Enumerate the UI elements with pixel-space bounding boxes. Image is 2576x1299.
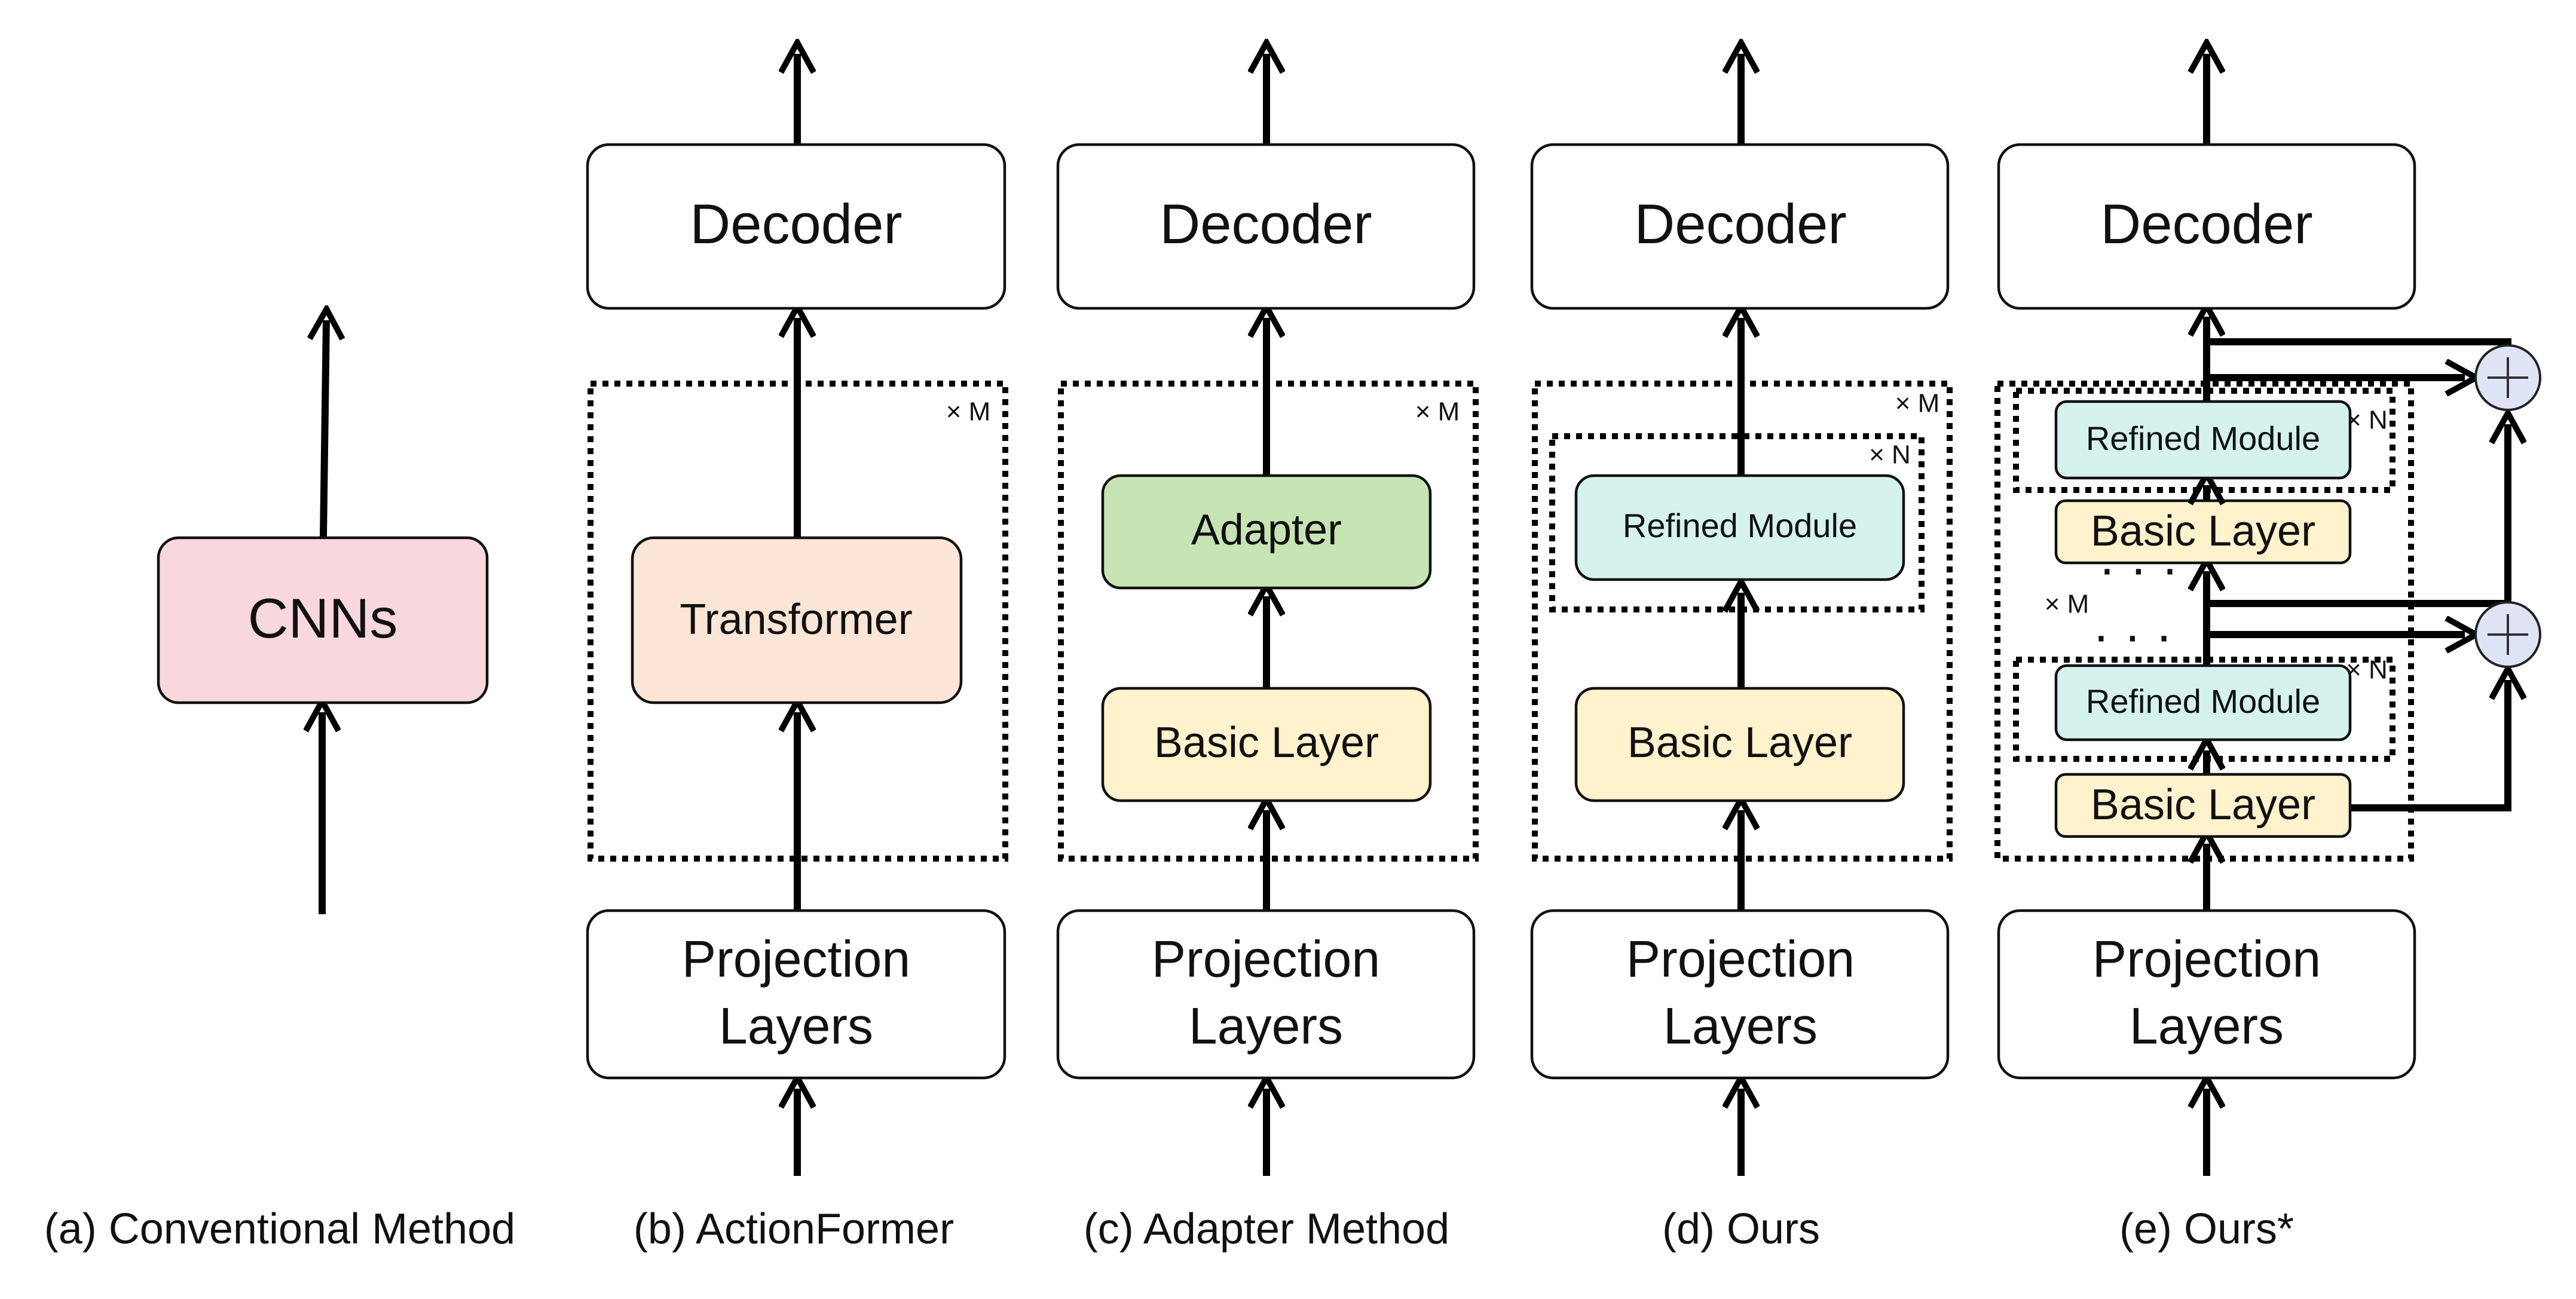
decoder-label: Decoder [1634,192,1846,255]
refined-module-block-lower [2054,664,2352,742]
decoder-label: Decoder [690,192,902,255]
panel-adapter-method: Projection Layers × M Basic Layer Adapte… [1056,54,1479,1253]
refined-module-block-upper [2054,400,2352,480]
multiplier-n-upper: × N [2346,406,2388,435]
multiplier-m: × M [1895,389,1940,418]
repeat-group-n [1549,433,1925,612]
projection-layers-label-line1: Projection [682,931,910,988]
basic-layer-block [1574,687,1905,802]
repeat-group-n-lower [2013,657,2396,762]
refined-module-label-lower: Refined Module [2086,682,2320,720]
transformer-label: Transformer [680,596,912,644]
basic-layer-block-lower [2054,773,2352,838]
refined-module-label-upper: Refined Module [2086,419,2320,457]
decoder-block [1997,143,2416,310]
adapter-block [1101,474,1432,590]
basic-layer-label: Basic Layer [1627,719,1852,767]
output-arrow [323,320,326,537]
ellipsis-upper: · · · [2098,540,2179,598]
cnn-block [157,536,489,704]
transformer-block [631,536,963,704]
adapter-label: Adapter [1191,506,1342,554]
projection-layers-block [1530,909,1950,1080]
sum-node-lower [2474,601,2541,668]
caption-actionformer: (b) ActionFormer [634,1205,954,1253]
sum-node-upper [2474,344,2541,411]
multiplier-m: × M [946,397,991,427]
repeat-group-n-upper [2013,388,2396,493]
panel-ours-star: Projection Layers × M Basic Layer × N Re… [1994,54,2541,1253]
projection-layers-block [1997,909,2416,1080]
multiplier-n-lower: × N [2346,655,2388,685]
caption-conventional-method: (a) Conventional Method [44,1205,515,1253]
panel-ours: Projection Layers × M Basic Layer × N Re… [1530,54,1953,1253]
basic-layer-block [1101,687,1432,802]
refined-module-label: Refined Module [1623,507,1857,544]
decoder-block [586,143,1006,310]
projection-layers-block [586,909,1006,1080]
projection-layers-label-line1: Projection [1152,931,1380,988]
panel-conventional-method: CNNs (a) Conventional Method [44,320,515,1253]
projection-layers-label-line2: Layers [719,998,873,1055]
basic-layer-to-lower-sum-arrow [2351,680,2508,811]
projection-layers-label-line2: Layers [2130,998,2284,1055]
projection-layers-label-line1: Projection [2092,931,2321,988]
refined-module-block [1574,474,1905,581]
ellipsis-lower: · · · [2092,607,2173,664]
projection-layers-block [1056,909,1476,1080]
projection-layers-label-line1: Projection [1626,931,1855,988]
decoder-label: Decoder [1159,192,1372,255]
caption-ours-star: (e) Ours* [2119,1205,2294,1253]
projection-layers-label-line2: Layers [1189,998,1343,1055]
panel-actionformer: Projection Layers × M Transformer Decode… [586,54,1008,1253]
caption-adapter-method: (c) Adapter Method [1084,1205,1449,1253]
decoder-block [1056,143,1476,310]
basic-layer-label: Basic Layer [1154,719,1379,767]
basic-layer-label-upper: Basic Layer [2091,507,2315,555]
multiplier-m: × M [2045,590,2089,619]
decoder-label: Decoder [2100,192,2312,255]
cnn-label: CNNs [248,587,398,650]
multiplier-m: × M [1415,397,1460,427]
sum-to-decoder-connection [2207,338,2511,359]
basic-layer-label-lower: Basic Layer [2091,781,2315,829]
caption-ours: (d) Ours [1662,1205,1820,1253]
decoder-block [1530,143,1950,310]
multiplier-n: × N [1869,440,1911,470]
projection-layers-label-line2: Layers [1663,998,1818,1055]
